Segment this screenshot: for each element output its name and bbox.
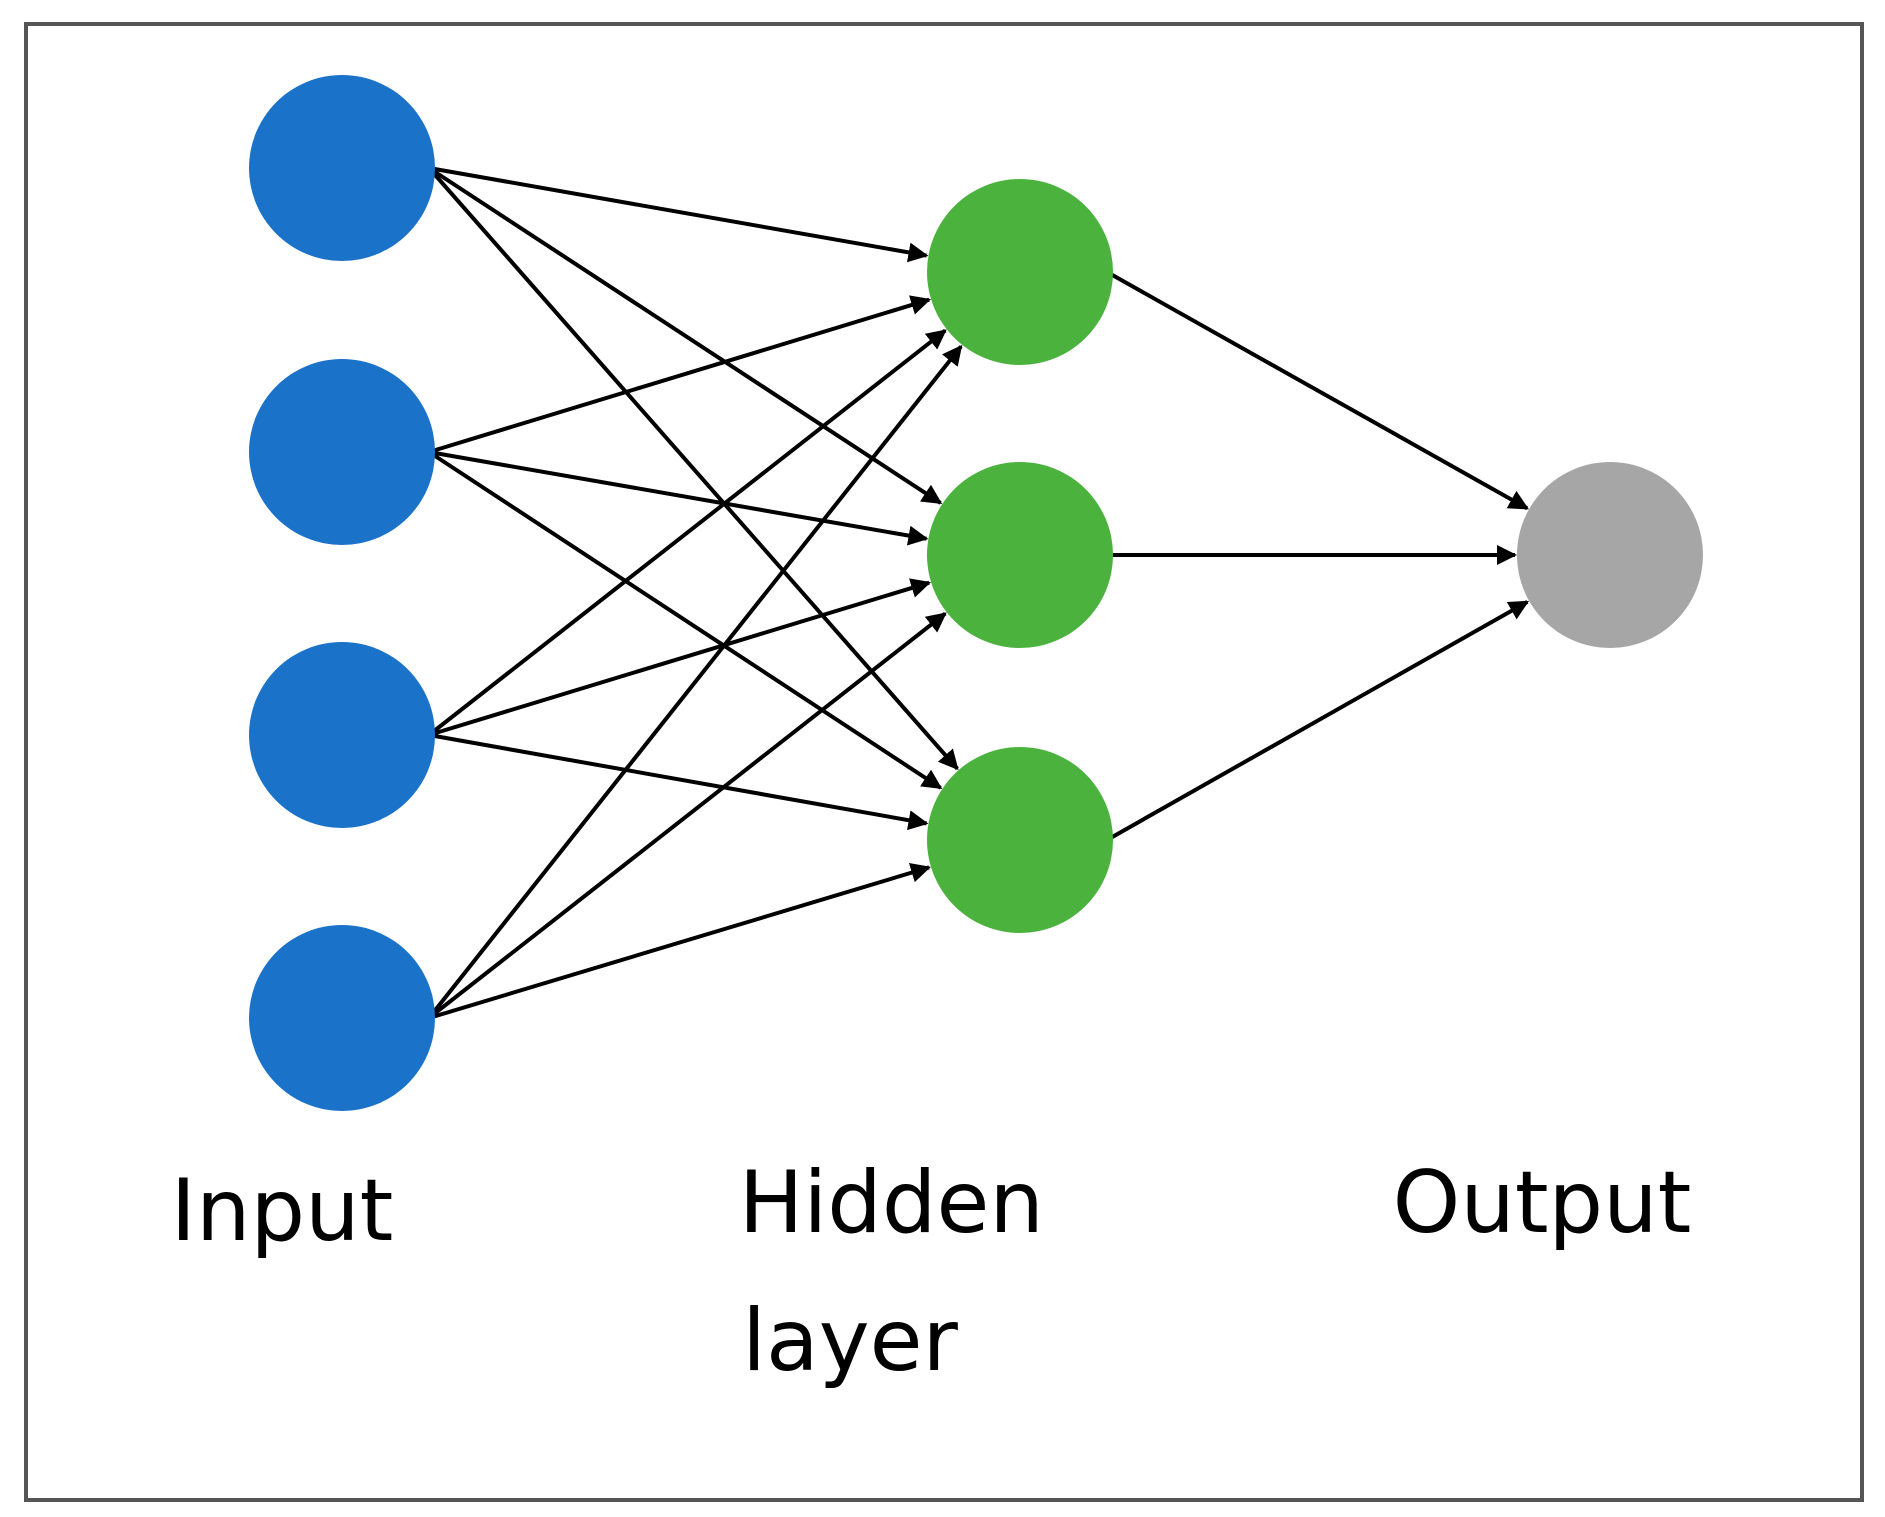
output-layer-label: Output [1393,1153,1692,1253]
input-node-1 [249,75,435,261]
input-layer-label: Input [171,1161,394,1261]
edge-hidden-3-to-output-1 [1106,600,1530,842]
edge-hidden-1-to-output-1 [1106,270,1529,511]
hidden-node-3 [927,747,1113,933]
input-node-3 [249,642,435,828]
hidden-node-1 [927,179,1113,365]
input-node-4 [249,925,435,1111]
edge-input-1-to-hidden-3 [427,166,959,771]
edge-input-1-to-hidden-1 [428,166,929,263]
input-node-2 [249,359,435,545]
edge-input-4-to-hidden-3 [428,863,931,1020]
edge-input-4-to-hidden-1 [427,344,963,1020]
hidden-node-2 [927,462,1113,648]
hidden-layer-label-line-2: layer [742,1291,958,1391]
edge-input-3-to-hidden-3 [428,733,929,831]
edge-input-4-to-hidden-2 [427,612,947,1020]
edge-input-2-to-hidden-1 [428,295,932,454]
edge-input-2-to-hidden-3 [427,450,943,790]
hidden-layer-label: Hidden layer [739,1153,1072,1391]
edge-input-1-to-hidden-2 [427,166,943,505]
hidden-layer-label-line-1: Hidden [739,1153,1044,1253]
edge-input-2-to-hidden-2 [428,450,929,546]
nodes [249,75,1703,1111]
edge-input-3-to-hidden-1 [427,329,947,737]
connections [427,166,1530,1020]
output-node-1 [1517,462,1703,648]
edge-input-3-to-hidden-2 [428,578,932,737]
